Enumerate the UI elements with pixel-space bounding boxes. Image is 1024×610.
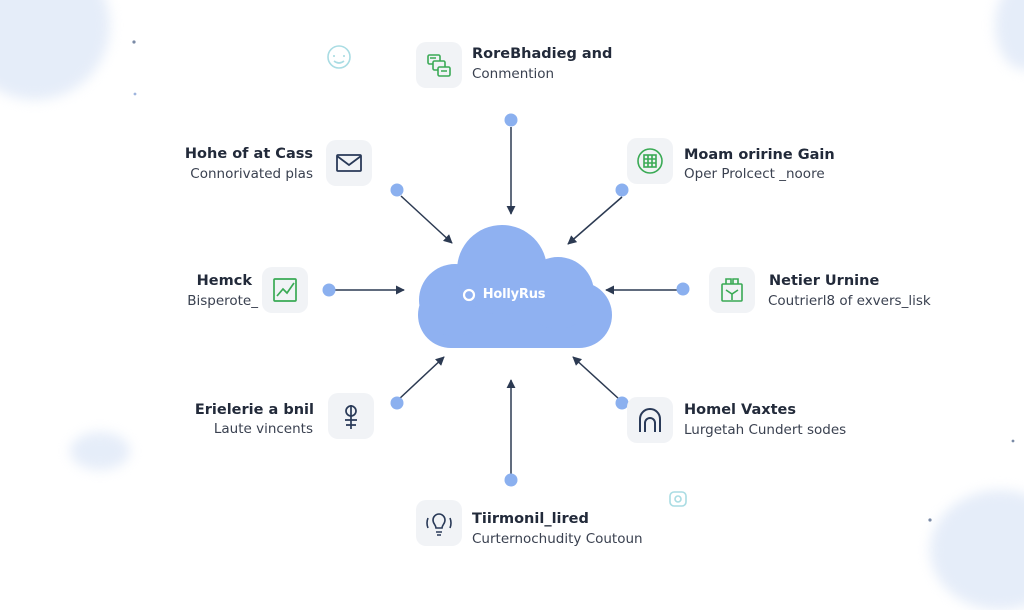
connector-line <box>572 356 620 400</box>
node-icon-box <box>416 500 462 546</box>
node-icon-box <box>627 138 673 184</box>
node-subtitle: Connorivated plas <box>190 166 313 182</box>
node-icon-box <box>262 267 308 313</box>
node-subtitle: Coutrierl8 of exvers_lisk <box>768 293 931 309</box>
node-subtitle: Curternochudity Coutoun <box>472 531 643 547</box>
grid-badge-icon <box>637 148 663 174</box>
central-cloud-label: HollyRus <box>482 287 546 302</box>
node-subtitle: Laute vincents <box>213 421 313 437</box>
node-title: RoreBhadieg and <box>472 46 613 62</box>
connector-line <box>567 196 623 245</box>
connector-diagram <box>132 40 1015 522</box>
arch-icon <box>639 408 661 432</box>
node-icon-box <box>416 42 462 88</box>
signal-bulb-icon <box>426 513 452 536</box>
node-title: Hemck <box>196 273 252 289</box>
connector-dot <box>615 183 629 197</box>
trend-chart-icon <box>273 278 297 302</box>
smile-icon <box>327 45 351 69</box>
connector-dot <box>615 396 629 410</box>
node-title: Netier Urnine <box>769 273 880 289</box>
connector-line <box>397 356 445 401</box>
node-title: Hohe of at Cass <box>184 146 313 162</box>
chat-bubble-icon <box>669 491 687 507</box>
connector-dot <box>504 113 518 127</box>
node-title: Erielerie a bnil <box>194 402 314 418</box>
tuning-fork-icon <box>345 405 357 429</box>
node-icon-box <box>709 267 755 313</box>
background-blob <box>70 432 130 470</box>
connector-dot <box>390 183 404 197</box>
sparkle-dot <box>132 40 136 44</box>
node-title: Tiirmonil_lired <box>472 511 589 527</box>
connector-dot <box>390 396 404 410</box>
node-title: Moam oririne Gain <box>684 147 835 163</box>
sparkle-dot <box>1011 439 1015 443</box>
node-icon-box <box>627 397 673 443</box>
node-icon-box <box>328 393 374 439</box>
sparkle-dot <box>928 518 932 522</box>
node-subtitle: Conmention <box>472 66 555 82</box>
node-subtitle: Oper Prolcect _noore <box>684 166 825 182</box>
node-subtitle: Lurgetah Cundert sodes <box>684 422 847 438</box>
mail-icon <box>336 154 362 172</box>
connector-dot <box>322 283 336 297</box>
sparkle-dot <box>133 92 137 96</box>
node-title: Homel Vaxtes <box>684 402 797 418</box>
connector-dot <box>504 473 518 487</box>
connector-line <box>400 195 453 244</box>
cloud-emblem-icon <box>462 288 476 302</box>
node-subtitle: Bisperote_ <box>187 293 258 309</box>
package-icon <box>721 278 743 302</box>
central-cloud <box>418 225 612 348</box>
node-icon-box <box>326 140 372 186</box>
document-stack-icon <box>427 54 451 77</box>
connector-dot <box>676 282 690 296</box>
